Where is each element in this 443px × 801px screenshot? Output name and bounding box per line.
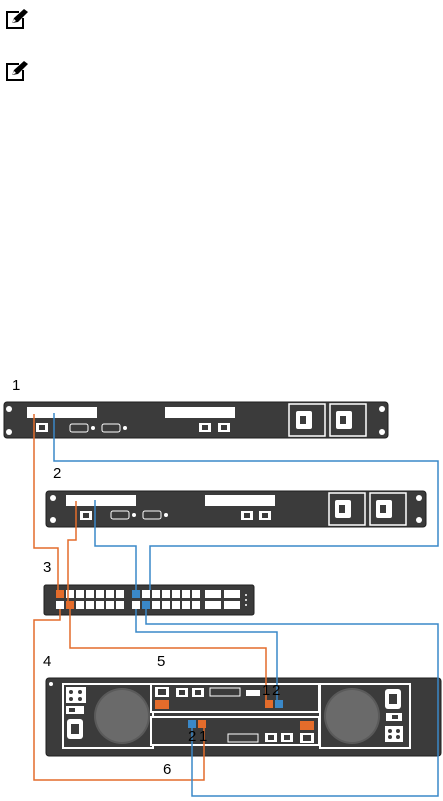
callout-switch: 3 bbox=[43, 560, 51, 575]
server-1 bbox=[4, 402, 388, 438]
callout-server-2: 2 bbox=[53, 466, 61, 481]
storage-array bbox=[46, 678, 441, 756]
callout-top-port-1: 1 bbox=[262, 683, 270, 698]
callout-storage: 4 bbox=[43, 654, 51, 669]
callout-bottom-port-1: 1 bbox=[199, 729, 207, 744]
server-2 bbox=[46, 491, 426, 527]
callout-bottom-port-2: 2 bbox=[188, 729, 196, 744]
network-switch bbox=[44, 585, 254, 615]
callout-controller-bottom: 6 bbox=[163, 762, 171, 777]
callout-server-1: 1 bbox=[12, 378, 20, 393]
callout-top-port-2: 2 bbox=[272, 683, 280, 698]
callout-controller-top: 5 bbox=[157, 654, 165, 669]
